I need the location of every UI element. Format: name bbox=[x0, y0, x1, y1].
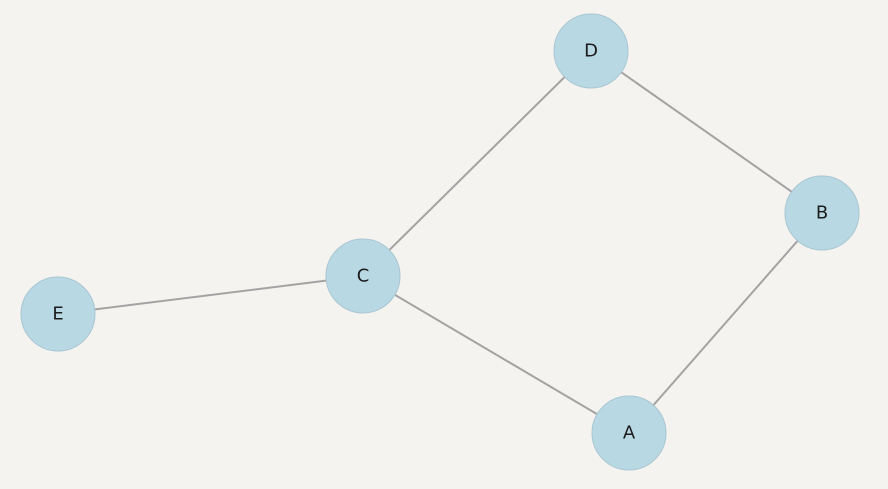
nodes-layer: D B C E A bbox=[20, 13, 860, 471]
node-a: A bbox=[591, 395, 667, 471]
edges-layer bbox=[57, 50, 823, 434]
node-label-c: C bbox=[357, 266, 370, 287]
node-e: E bbox=[20, 276, 96, 352]
node-b: B bbox=[784, 175, 860, 251]
edge-d-b bbox=[590, 50, 823, 214]
node-circle-b bbox=[784, 175, 860, 251]
node-d: D bbox=[553, 13, 629, 89]
node-label-d: D bbox=[584, 41, 598, 62]
edge-a-b bbox=[628, 212, 823, 434]
edge-d-c bbox=[362, 50, 592, 277]
node-label-b: B bbox=[816, 203, 828, 224]
edge-c-e bbox=[57, 275, 364, 315]
node-c: C bbox=[325, 238, 401, 314]
node-circle-c bbox=[325, 238, 401, 314]
node-circle-a bbox=[591, 395, 667, 471]
node-circle-d bbox=[553, 13, 629, 89]
node-label-a: A bbox=[623, 423, 636, 444]
edge-c-a bbox=[362, 275, 630, 434]
node-label-e: E bbox=[52, 304, 63, 325]
node-circle-e bbox=[20, 276, 96, 352]
